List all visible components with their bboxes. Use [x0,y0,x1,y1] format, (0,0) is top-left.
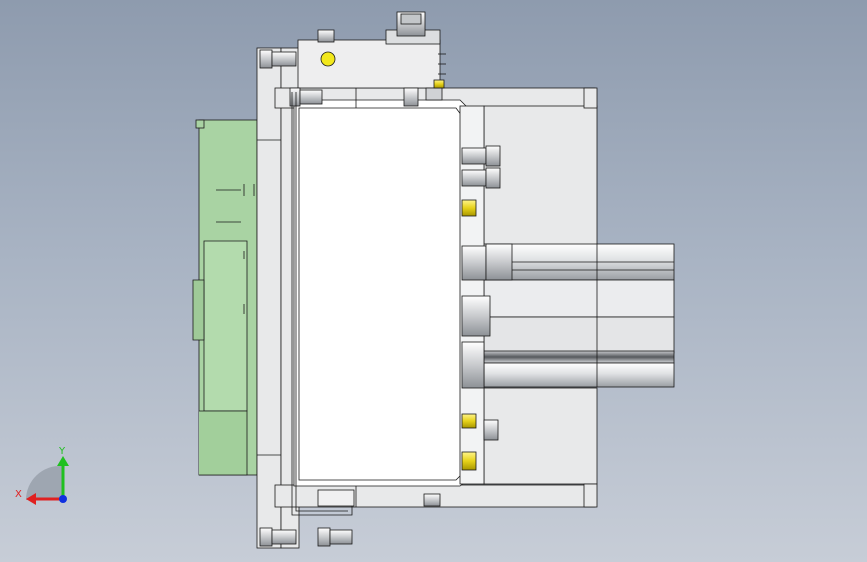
left-bolts [259,49,353,547]
x-axis-label: X [15,489,22,500]
triad-plane-indicator [25,465,63,500]
y-axis-label: Y [58,446,66,457]
coordinate-triad: Y X [15,446,69,505]
right-bracket-frame [483,87,598,508]
right-side-fittings [461,145,513,441]
l-bracket [291,92,441,516]
main-body-block [293,88,485,507]
top-sensor-block [297,11,446,107]
brass-fittings [433,79,477,471]
cylinder-rods [477,243,675,388]
z-axis-dot [59,495,67,503]
green-mounting-plate [192,119,269,476]
